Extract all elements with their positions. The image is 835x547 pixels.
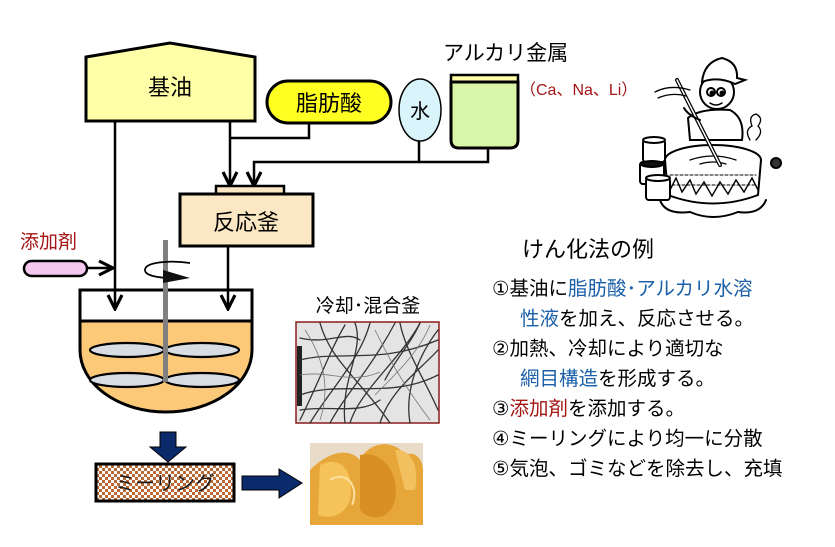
step-text: 基油に (509, 277, 568, 300)
additive-label: 添加剤 (20, 231, 77, 253)
fatty-acid-tank: 脂肪酸 (265, 79, 393, 125)
step-text: を添加する。 (568, 397, 686, 420)
agitator-shaft (163, 240, 168, 382)
fatty-acid-label: 脂肪酸 (296, 92, 362, 117)
step-item: ③添加剤を添加する。 (492, 394, 783, 424)
step-item-continuation: 性液を加え、反応させる。 (492, 304, 783, 334)
step-text: 加熱、冷却により適切な (509, 337, 724, 360)
grease-photo-image (310, 443, 423, 525)
flow-lines (88, 121, 490, 309)
water-label: 水 (410, 99, 430, 123)
step-number: ② (492, 337, 510, 360)
cooling-mixing-vessel (78, 240, 254, 414)
step-item-continuation: 網目構造を形成する。 (492, 364, 783, 394)
reactor-label: 反応釜 (213, 211, 279, 236)
rotation-arrowhead-icon (163, 270, 190, 283)
step-item: ①基油に脂肪酸･アルカリ水溶 (492, 274, 783, 304)
highlighted-term: 脂肪酸･アルカリ水溶 (568, 277, 753, 300)
big-arrow-down-icon (148, 431, 188, 463)
milling-label: ミーリング (115, 471, 215, 495)
milling-box: ミーリング (94, 462, 236, 503)
line-alkali-to-reactor (254, 148, 490, 186)
step-text: を形成する。 (598, 367, 716, 390)
step-text: ミーリングにより均一に分散 (509, 427, 763, 450)
base-oil-label: 基油 (148, 76, 192, 101)
step-number: ③ (492, 397, 510, 420)
rotation-arrow-icon (144, 260, 191, 279)
reactor-vessel: 反応釜 (178, 184, 315, 248)
step-text: 気泡、ゴミなどを除去し、充填 (509, 457, 783, 480)
line-fatty-acid (229, 123, 311, 140)
cooling-mixing-label: 冷却･混合釜 (316, 295, 421, 317)
big-arrow-right-icon (241, 468, 303, 499)
alkali-metal-tank: アルカリ金属 （Ca、Na、Li） (443, 41, 637, 150)
highlighted-term: 網目構造 (520, 367, 599, 390)
highlighted-term: 添加剤 (509, 397, 568, 420)
step-number: ④ (492, 427, 510, 450)
step-number: ① (492, 277, 510, 300)
step-number: ⑤ (492, 457, 510, 480)
steps-list: ①基油に脂肪酸･アルカリ水溶性液を加え、反応させる。②加熱、冷却により適切な網目… (492, 274, 783, 484)
step-text: を加え、反応させる。 (559, 307, 755, 330)
panel-title: けん化法の例 (522, 238, 655, 263)
worker-stirring-pot-illustration (639, 56, 782, 218)
highlighted-term: 性液 (520, 307, 560, 330)
agitator-paddles (88, 341, 241, 389)
step-item: ⑤気泡、ゴミなどを除去し、充填 (492, 454, 783, 484)
base-oil-tank: 基油 (84, 41, 257, 123)
alkali-metal-label: アルカリ金属 (443, 41, 568, 65)
water-tank: 水 (398, 78, 442, 142)
step-item: ④ミーリングにより均一に分散 (492, 424, 783, 454)
step-item: ②加熱、冷却により適切な (492, 334, 783, 364)
fiber-micrograph-image (295, 321, 440, 424)
alkali-examples-label: （Ca、Na、Li） (520, 81, 637, 99)
additive-tank: 添加剤 (20, 231, 89, 278)
